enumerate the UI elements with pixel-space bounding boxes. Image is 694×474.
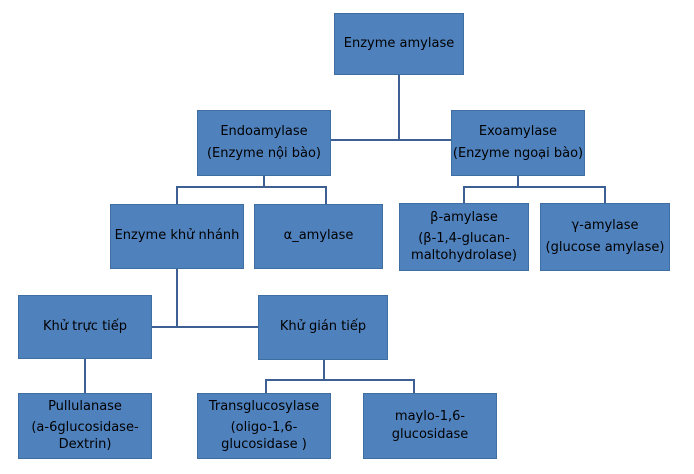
edge-indirect-right-drop	[413, 379, 415, 393]
edge-indirect-stem	[323, 360, 325, 380]
node-direct-debranching-label: Khử trực tiếp	[42, 318, 128, 334]
node-enzyme-debranching: Enzyme khử nhánh	[110, 204, 244, 269]
node-direct-debranching: Khử trực tiếp	[18, 295, 152, 359]
node-beta-amylase-sublabel: (β-1,4-glucan-maltohydrolase)	[411, 231, 517, 263]
node-alpha-amylase: α_amylase	[254, 204, 383, 269]
node-exoamylase-sublabel: (Enzyme ngoại bào)	[452, 145, 584, 161]
node-endoamylase-sublabel: (Enzyme nội bào)	[206, 145, 322, 161]
node-maylo-glucosidase-label: maylo-1,6-glucosidase	[391, 408, 469, 442]
node-exoamylase: Exoamylase (Enzyme ngoại bào)	[451, 110, 585, 176]
node-alpha-amylase-label: α_amylase	[283, 228, 354, 244]
edge-exo-stem	[517, 176, 519, 187]
edge-endo-stem	[263, 176, 265, 187]
node-enzyme-amylase: Enzyme amylase	[334, 13, 464, 75]
node-beta-amylase-label: β-amylase	[430, 210, 498, 226]
node-exoamylase-label: Exoamylase	[478, 123, 558, 139]
node-enzyme-amylase-label: Enzyme amylase	[343, 35, 455, 51]
node-transglucosylase-label: Transglucosylase	[208, 399, 320, 415]
node-pullulanase-sublabel: (a-6glucosidase-Dextrin)	[31, 420, 139, 452]
node-maylo-glucosidase: maylo-1,6-glucosidase	[363, 393, 497, 459]
node-gamma-amylase-label: γ-amylase	[571, 217, 639, 233]
edge-root-bar	[329, 139, 453, 141]
edge-exo-left-drop	[463, 186, 465, 203]
node-endoamylase: Endoamylase (Enzyme nội bào)	[197, 110, 331, 176]
edge-debranch-stem	[176, 269, 178, 327]
edge-indirect-left-drop	[265, 379, 267, 393]
node-pullulanase: Pullulanase (a-6glucosidase-Dextrin)	[18, 393, 152, 459]
edge-indirect-bar	[265, 379, 414, 381]
edge-direct-drop	[84, 359, 86, 393]
node-gamma-amylase: γ-amylase (glucose amylase)	[540, 203, 670, 271]
node-transglucosylase-sublabel: (oligo-1,6-glucosidase )	[221, 420, 307, 452]
node-indirect-debranching-label: Khử gián tiếp	[279, 319, 367, 335]
edge-exo-bar	[463, 186, 605, 188]
edge-exo-right-drop	[604, 186, 606, 203]
edge-debranch-bar	[152, 326, 258, 328]
node-gamma-amylase-sublabel: (glucose amylase)	[545, 239, 665, 255]
node-pullulanase-label: Pullulanase	[48, 399, 122, 415]
node-enzyme-debranching-label: Enzyme khử nhánh	[114, 228, 240, 244]
edge-root-stem	[398, 75, 400, 140]
edge-endo-bar	[176, 186, 326, 188]
node-beta-amylase: β-amylase (β-1,4-glucan-maltohydrolase)	[399, 203, 529, 271]
node-indirect-debranching: Khử gián tiếp	[258, 295, 388, 360]
edge-endo-left-drop	[176, 186, 178, 204]
node-endoamylase-label: Endoamylase	[220, 123, 308, 139]
edge-endo-right-drop	[325, 186, 327, 204]
node-transglucosylase: Transglucosylase (oligo-1,6-glucosidase …	[197, 393, 331, 459]
